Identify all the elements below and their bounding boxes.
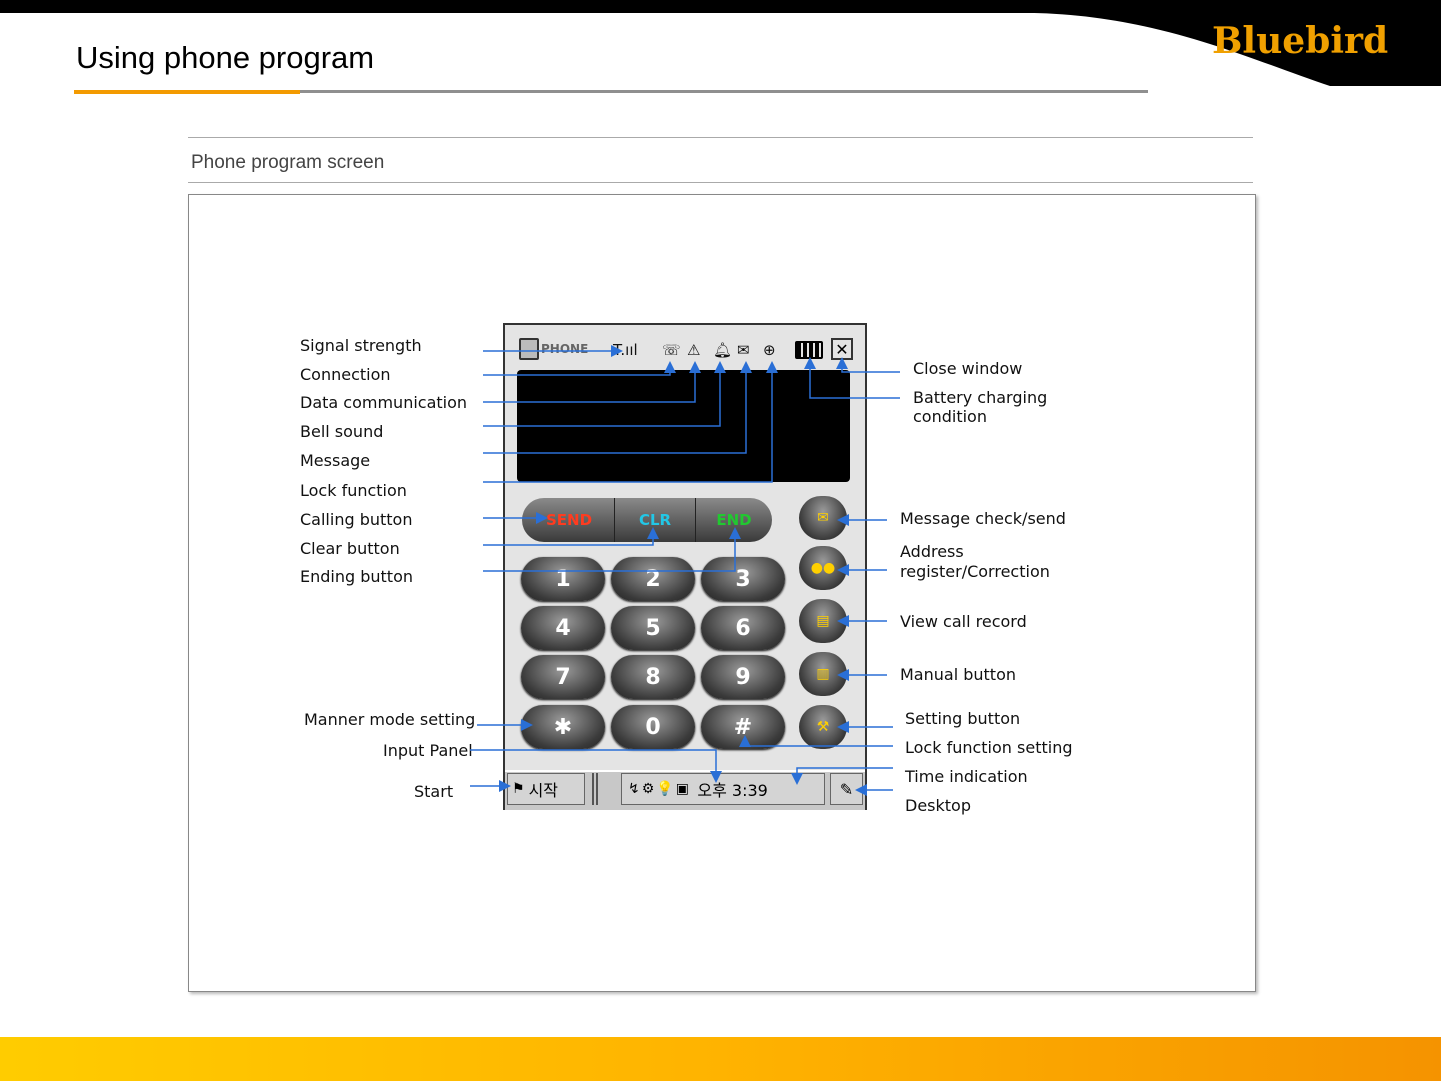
section-title: Phone program screen [191,152,385,173]
key-hash[interactable]: # [701,705,785,749]
key-5[interactable]: 5 [611,606,695,650]
label-desktop: Desktop [905,796,971,815]
start-icon: ⚑ [512,781,525,797]
tray-icons: ↯⚙💡▣ [628,781,698,797]
header-swoosh [1010,12,1441,86]
label-calling-button: Calling button [300,510,413,529]
label-battery-line1: Battery charging [913,388,1048,407]
lock-icon: ⊕ [763,341,776,359]
phone-app-icon [519,338,539,360]
label-manual: Manual button [900,665,1016,684]
taskbar-separator [592,773,598,805]
label-lock-function: Lock function [300,481,407,500]
key-7[interactable]: 7 [521,655,605,699]
clock[interactable]: 오후 3:39 [697,781,768,800]
key-3[interactable]: 3 [701,557,785,601]
page-title: Using phone program [76,40,375,75]
key-2[interactable]: 2 [611,557,695,601]
data-communication-icon: ⚠ [687,341,701,359]
label-bell-sound: Bell sound [300,422,384,441]
label-call-record: View call record [900,612,1027,631]
title-underline-accent [74,90,300,94]
message-icon: ✉ [737,341,750,359]
label-start: Start [414,782,454,801]
brand-logo: Bluebird [1212,20,1389,62]
key-6[interactable]: 6 [701,606,785,650]
title-underline [300,90,1148,93]
key-0[interactable]: 0 [611,705,695,749]
label-time: Time indication [905,767,1028,786]
label-manner-mode: Manner mode setting [304,710,476,729]
phone-app-name: PHONE [541,342,589,356]
label-clear-button: Clear button [300,539,400,558]
label-signal-strength: Signal strength [300,336,422,355]
send-button[interactable]: SEND [545,511,593,529]
key-star[interactable]: ✱ [521,705,605,749]
label-ending-button: Ending button [300,567,414,586]
bell-icon: 🔔︎ [713,341,733,359]
label-message-check: Message check/send [900,509,1066,528]
section-rule-top [188,137,1253,138]
address-button[interactable]: ●● [799,546,847,590]
label-close-window: Close window [913,359,1023,378]
top-black-bar [0,0,1441,13]
label-setting: Setting button [905,709,1021,728]
clear-button[interactable]: CLR [614,498,696,542]
start-label: 시작 [528,781,559,800]
key-9[interactable]: 9 [701,655,785,699]
footer-bar [0,1037,1441,1081]
end-button[interactable]: END [716,511,752,529]
label-connection: Connection [300,365,391,384]
key-8[interactable]: 8 [611,655,695,699]
label-address-line1: Address [900,542,964,561]
key-1[interactable]: 1 [521,557,605,601]
label-input-panel: Input Panel [383,741,473,760]
connection-icon: ☏ [662,341,681,359]
key-4[interactable]: 4 [521,606,605,650]
system-tray: ↯⚙💡▣ 오후 3:39 [621,773,825,805]
label-lock-setting: Lock function setting [905,738,1073,757]
label-address-line2: register/Correction [900,562,1050,581]
section-rule-bottom [188,182,1253,183]
label-battery-line2: condition [913,407,987,426]
label-message: Message [300,451,371,470]
label-data-communication: Data communication [300,393,468,412]
